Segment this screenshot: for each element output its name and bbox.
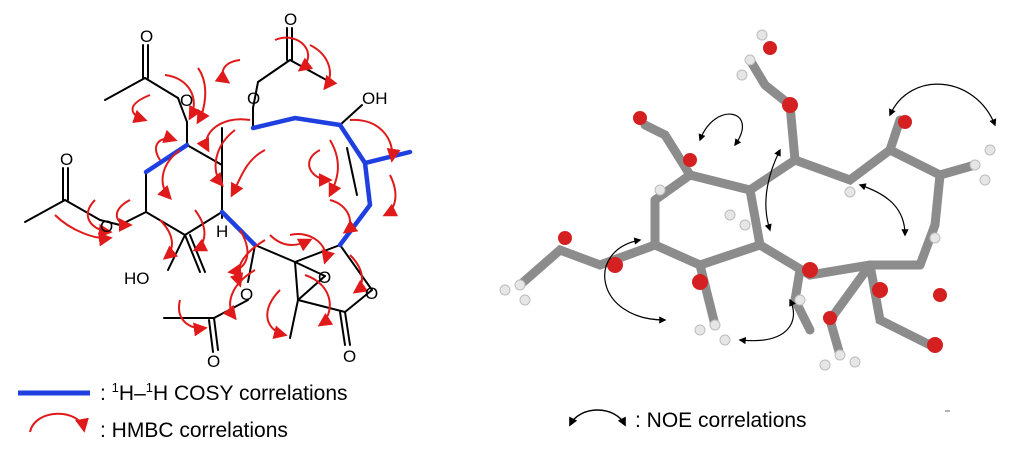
o-label: O [343,347,356,366]
o-label: O [207,352,220,371]
o-label: O [240,285,253,304]
o-label: O [140,27,153,46]
noe-arrow-icon [569,409,626,427]
hmbc-arrows [54,36,401,340]
cosy-legend-label: : 1H–1H COSY correlations [100,380,348,405]
structure-2d: OH HO H O O O O O O O O O O O [24,10,413,371]
atom-labels: OH HO H O O O O O O O O O O O [60,10,388,371]
ho-label: HO [124,269,150,288]
o-label: O [60,150,73,169]
hmbc-legend-label: : HMBC correlations [100,419,288,442]
oh-label: OH [362,89,388,108]
hydrogen-atoms [499,29,996,371]
o-label: O [180,91,193,110]
hmbc-arrow-icon [29,412,89,433]
skeleton-bonds [24,27,373,353]
structure-3d [499,29,997,371]
legend-left: : 1H–1H COSY correlations : HMBC correla… [18,380,348,442]
legend-right: : NOE correlations [569,409,950,432]
cosy-bonds [143,115,413,248]
noe-legend-label: : NOE correlations [635,409,807,432]
o-label: O [318,268,331,287]
o-label: O [284,10,297,29]
carbon-bonds [515,55,980,360]
o-label: O [365,284,378,303]
o-label: O [247,89,260,108]
h-label: H [216,222,228,241]
noe-arrows [604,83,997,345]
o-label: O [100,217,113,236]
